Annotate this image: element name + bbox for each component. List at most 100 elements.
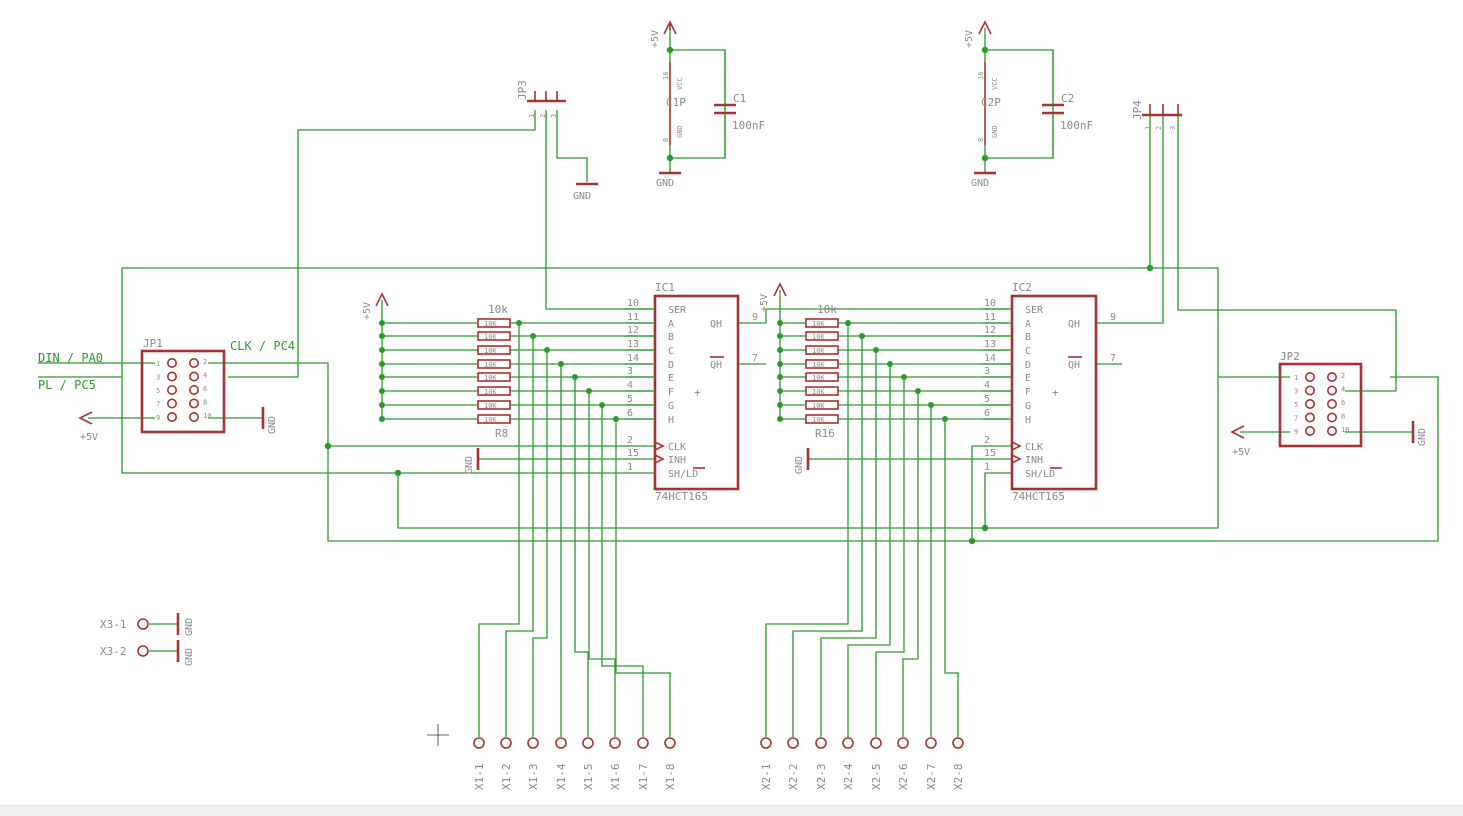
svg-text:+5V: +5V <box>1232 447 1250 458</box>
ic1-ctrl-num: 15 <box>627 448 639 459</box>
ic1-pin-name: H <box>668 415 674 426</box>
jp2-name: JP2 <box>1280 350 1300 363</box>
ic2-pin-name: SER <box>1025 305 1044 316</box>
x2-2-pad[interactable] <box>787 737 799 749</box>
ic2-pin-name: B <box>1025 332 1031 343</box>
ic2-power-part[interactable]: 16 VCC C2P 8 GND <box>977 62 1001 145</box>
data-wires <box>382 322 1012 737</box>
ic1-power-part[interactable]: 16 VCC C1P 8 GND <box>662 62 686 145</box>
ic2-pin-num: 14 <box>984 353 996 364</box>
svg-text:GND: GND <box>1417 428 1428 446</box>
x2-1-pad[interactable] <box>760 737 772 749</box>
x1-1-pad[interactable] <box>473 737 485 749</box>
gnd-symbol-ic2: GND <box>794 448 810 474</box>
x3-1-label: X3-1 <box>100 618 127 631</box>
svg-text:+5V: +5V <box>759 294 770 312</box>
x1-5-pad[interactable] <box>582 737 594 749</box>
jp1-pin-label: 6 <box>203 385 207 393</box>
x1-5-label: X1-5 <box>582 764 595 791</box>
x1-3-label: X1-3 <box>527 764 540 791</box>
capacitor-c2[interactable]: C2 100nF <box>1042 50 1093 158</box>
header-jp4[interactable]: JP4 1 2 3 <box>1131 100 1182 130</box>
jp1-name: JP1 <box>143 337 163 350</box>
ic1-pin-name: G <box>668 401 674 412</box>
ic2-ctrl-name: CLK <box>1025 442 1043 453</box>
x2-7-pad[interactable] <box>925 737 937 749</box>
x2-8-pad[interactable] <box>952 737 964 749</box>
ic2-pin-name: G <box>1025 401 1031 412</box>
junctions <box>324 46 1154 545</box>
ic1-ctrl-name: INH <box>668 455 686 466</box>
capacitor-c1[interactable]: C1 100nF <box>714 50 765 158</box>
net-label-clk[interactable]: CLK / PC4 <box>230 339 295 353</box>
r8-element-label: 10K <box>484 333 497 341</box>
net-label-pl[interactable]: PL / PC5 <box>38 378 96 392</box>
net-labels: DIN / PA0 CLK / PC4 PL / PC5 <box>38 339 295 392</box>
x1-1-label: X1-1 <box>473 764 486 791</box>
ic1-pin-name: SER <box>668 305 687 316</box>
svg-text:+5V: +5V <box>650 30 661 48</box>
header-jp3[interactable]: JP3 1 2 3 <box>516 80 566 118</box>
ic2-pin-name: C <box>1025 346 1031 357</box>
connector-x3[interactable]: X3-1 X3-2 <box>100 618 149 658</box>
r8-element-label: 10K <box>484 374 497 382</box>
x1-8-label: X1-8 <box>664 764 677 791</box>
ic2-qh: QH <box>1068 319 1080 330</box>
vcc-symbol-c1: +5V <box>650 20 677 48</box>
net-label-din[interactable]: DIN / PA0 <box>38 351 103 365</box>
vcc-symbol-c2: +5V <box>964 20 992 48</box>
r8-value: 10k <box>488 303 508 316</box>
ic1-pin-name: C <box>668 346 674 357</box>
ic2-pin-name: D <box>1025 360 1031 371</box>
svg-text:2: 2 <box>539 114 547 118</box>
ic2-pin-name: A <box>1025 319 1031 330</box>
vcc-symbol-r8: +5V <box>362 292 389 320</box>
ic2-ctrl-num: 15 <box>984 448 996 459</box>
x1-7-pad[interactable] <box>637 737 649 749</box>
ic2-pin-name: H <box>1025 415 1031 426</box>
x3-2-pad[interactable] <box>137 645 149 657</box>
x3-1-pad[interactable] <box>137 618 149 630</box>
r16-element-label: 10K <box>812 416 825 424</box>
x2-4-pad[interactable] <box>842 737 854 749</box>
x1-2-pad[interactable] <box>500 737 512 749</box>
ic1-74hct165[interactable]: IC1 74HCT165 + 10SER11A12B13C14D3E4F5G6H… <box>625 281 758 503</box>
svg-text:3: 3 <box>1169 126 1177 130</box>
ic2-pin-num: 12 <box>984 325 996 336</box>
x1-8-pad[interactable] <box>664 737 676 749</box>
x1-3-pad[interactable] <box>527 737 539 749</box>
x1-4-pad[interactable] <box>555 737 567 749</box>
jp1-pin-label: 10 <box>203 412 211 420</box>
crosshair-cursor <box>427 724 449 746</box>
jp1-pin-label: 3 <box>156 374 160 382</box>
r16-element-label: 10K <box>812 333 825 341</box>
jp2-pin-label: 10 <box>1341 426 1349 434</box>
ic2-74hct165[interactable]: IC2 74HCT165 + 10SER11A12B13C14D3E4F5G6H… <box>982 281 1116 503</box>
ic1-pin-num: 13 <box>627 339 639 350</box>
c2-name: C2 <box>1061 92 1074 105</box>
svg-text:GND: GND <box>656 178 674 189</box>
x2-3-pad[interactable] <box>815 737 827 749</box>
x2-6-pad[interactable] <box>897 737 909 749</box>
ic1-pin-name: E <box>668 373 674 384</box>
x1-4-label: X1-4 <box>555 763 568 790</box>
x3-2-label: X3-2 <box>100 645 127 658</box>
r16-name: R16 <box>815 427 835 440</box>
ic1-pin-num: 14 <box>627 353 639 364</box>
r16-element-label: 10K <box>812 347 825 355</box>
ic1-pin-num: 11 <box>627 312 639 323</box>
ic2-value: 74HCT165 <box>1012 490 1065 503</box>
x2-5-pad[interactable] <box>870 737 882 749</box>
r8-element-label: 10K <box>484 347 497 355</box>
x2-1-label: X2-1 <box>760 764 773 791</box>
jp2-pin-label: 3 <box>1294 388 1298 396</box>
c1-name: C1 <box>733 92 746 105</box>
x1-6-pad[interactable] <box>609 737 621 749</box>
